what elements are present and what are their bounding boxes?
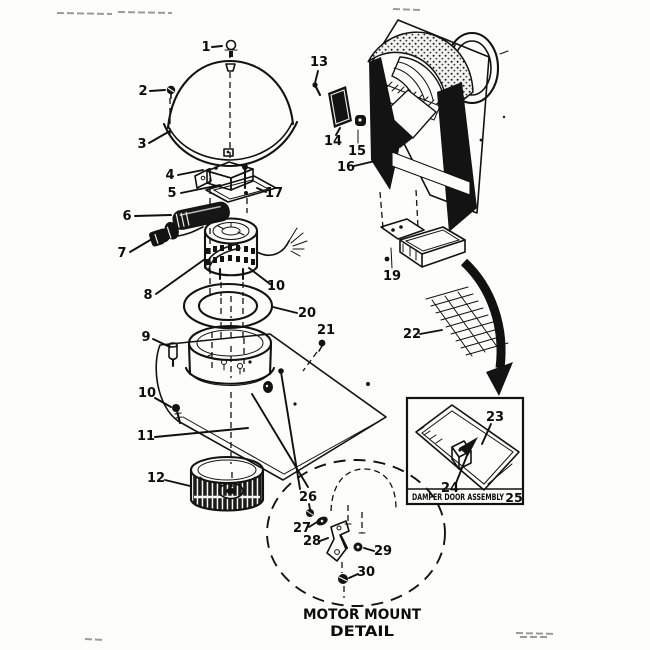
- callout-15: 15: [348, 144, 366, 159]
- callout-27: 27: [293, 521, 318, 536]
- callout-1-label: 1: [201, 40, 210, 55]
- mount-grommet: [353, 542, 363, 552]
- mounting-plate: [155, 333, 387, 481]
- callout-10l-label: 10: [138, 386, 156, 401]
- callout-2-label: 2: [138, 84, 147, 99]
- callout-26: 26: [299, 490, 317, 510]
- mounting-bracket: [194, 161, 277, 203]
- callout-2: 2: [138, 84, 166, 99]
- callout-6: 6: [122, 209, 172, 224]
- motor-mount-leader-lines: [251, 371, 309, 490]
- callout-1: 1: [201, 40, 223, 55]
- callout-5-label: 5: [167, 186, 176, 201]
- callout-17-label: 17: [265, 186, 283, 201]
- callout-7: 7: [117, 238, 153, 261]
- callout-27-label: 27: [293, 521, 311, 536]
- duct-adapter-frame: [380, 218, 466, 269]
- callout-16-label: 16: [337, 160, 355, 175]
- callout-4-label: 4: [165, 168, 174, 183]
- callout-13: 13: [310, 55, 328, 84]
- clip-arrow: [459, 437, 478, 456]
- callout-11: 11: [137, 427, 249, 444]
- housing-projection-dashes: [379, 189, 419, 229]
- bracket-bolt: [242, 164, 248, 190]
- callout-28-label: 28: [303, 534, 321, 549]
- damper-door-inset: DAMPER DOOR ASSEMBLY 25: [405, 396, 525, 506]
- callout-7-label: 7: [117, 246, 126, 261]
- callout-9-label: 9: [141, 330, 150, 345]
- callout-20: 20: [272, 306, 316, 321]
- callout-17: 17: [256, 186, 283, 201]
- wire-plug: [149, 221, 204, 247]
- callout-4: 4: [165, 168, 204, 183]
- callout-29-label: 29: [374, 544, 392, 559]
- capacitor: [172, 201, 230, 230]
- pin-fastener: [168, 342, 178, 368]
- callout-10r-label: 10: [267, 279, 285, 294]
- callout-23-label: 23: [486, 410, 504, 425]
- scan-artifacts: [56, 8, 557, 641]
- plate-screw: [302, 339, 326, 372]
- callout-3-label: 3: [137, 137, 146, 152]
- callout-21: 21: [317, 323, 335, 338]
- callout-24: 24: [441, 452, 469, 496]
- mount-washer: [316, 516, 328, 526]
- callout-16: 16: [337, 160, 376, 175]
- plate-collar: [184, 324, 276, 386]
- mount-screw: [306, 509, 314, 517]
- callout-23: 23: [481, 410, 504, 445]
- blower-wheel: [189, 455, 265, 512]
- callout-12-label: 12: [147, 471, 165, 486]
- damper-box-number: 25: [505, 490, 522, 505]
- mount-bracket: [326, 520, 350, 562]
- motor: [203, 217, 259, 281]
- switch-plate: [328, 86, 352, 128]
- callout-20-label: 20: [298, 306, 316, 321]
- gasket-ring: [182, 282, 274, 330]
- motor-mount-caption-line2: DETAIL: [330, 624, 394, 640]
- callout-21-label: 21: [317, 323, 335, 338]
- callout-3: 3: [137, 130, 171, 152]
- callout-8: 8: [143, 258, 206, 303]
- callouts: 1 2 3 4 5 6 7 8 9 10 10 11 12 13 14 15 1…: [117, 40, 504, 580]
- callout-26-label: 26: [299, 490, 317, 505]
- callout-9: 9: [141, 330, 171, 348]
- callout-14-label: 14: [324, 134, 342, 149]
- knob-nut: [224, 39, 238, 57]
- callout-29: 29: [363, 544, 392, 559]
- grommet: [355, 115, 366, 144]
- plate-mounting-screw: [172, 404, 183, 425]
- callout-19: 19: [383, 269, 401, 284]
- wall-cap-housing: [367, 19, 509, 232]
- callout-6-label: 6: [122, 209, 131, 224]
- callout-10-right: 10: [248, 267, 285, 294]
- callout-11-label: 11: [137, 429, 155, 444]
- switch-plate-screw: [312, 82, 322, 97]
- motor-mount-caption-line1: MOTOR MOUNT: [303, 607, 421, 623]
- callout-30: 30: [348, 565, 375, 580]
- damper-box-caption: DAMPER DOOR ASSEMBLY: [412, 493, 505, 503]
- dome-cover: [162, 59, 299, 168]
- callout-5: 5: [167, 184, 221, 201]
- callout-30-label: 30: [357, 565, 375, 580]
- callout-13-label: 13: [310, 55, 328, 70]
- callout-14: 14: [324, 127, 342, 149]
- motor-wires: [256, 227, 308, 257]
- callout-12: 12: [147, 471, 191, 487]
- dome-screw: [166, 85, 176, 99]
- motor-mount-detail: MOTOR MOUNT DETAIL: [266, 459, 446, 640]
- mount-nut: [338, 562, 348, 598]
- callout-19-label: 19: [383, 269, 401, 284]
- callout-22-label: 22: [403, 327, 421, 342]
- callout-10-left: 10: [138, 386, 172, 408]
- callout-22: 22: [403, 327, 443, 342]
- callout-8-label: 8: [143, 288, 152, 303]
- grille: [425, 286, 509, 357]
- callout-15-label: 15: [348, 144, 366, 159]
- inset-pointer-arrow: [460, 258, 513, 396]
- callout-28: 28: [303, 534, 329, 549]
- callout-24-label: 24: [441, 481, 459, 496]
